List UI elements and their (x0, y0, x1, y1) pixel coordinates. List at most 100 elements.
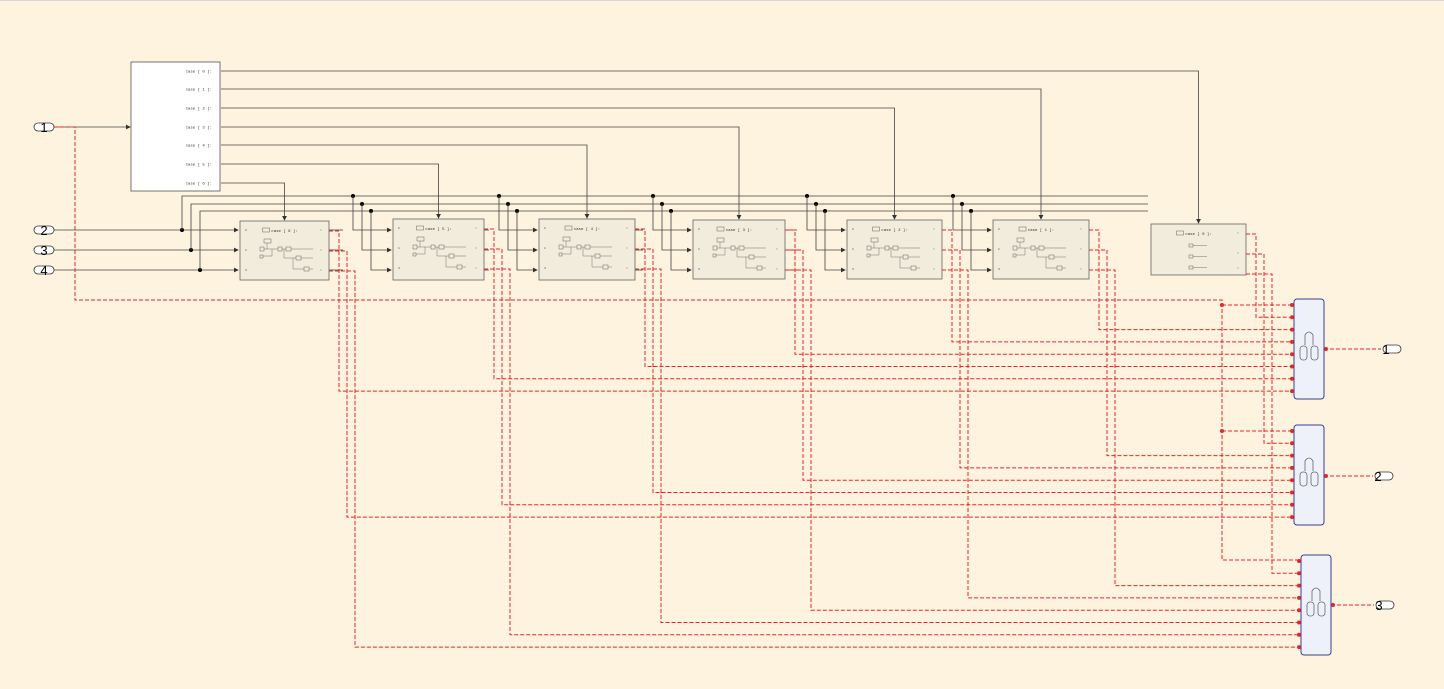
ports: 1 2 3 4 1 2 3 (33, 120, 1402, 613)
inport-1[interactable]: 1 (33, 120, 55, 135)
mini-block (558, 252, 563, 257)
mini-wire (1193, 245, 1207, 268)
mini-block (259, 254, 264, 259)
mini-block (866, 253, 871, 258)
subsystem-input-wire (507, 204, 538, 253)
subsystem-input-number: 3 (544, 267, 546, 270)
blocks: case [ 0 ]:case [ 1 ]:case [ 2 ]:case [ … (130, 61, 1332, 656)
mini-block (1012, 253, 1017, 258)
subsystem-output-mark: > (933, 227, 935, 231)
subsystem-input-wire (806, 196, 846, 233)
subsystem-input-number: 1 (852, 248, 854, 251)
mini-block (870, 237, 879, 243)
subsystem-output-to-merge (785, 229, 1292, 355)
action-signal-lines (54, 126, 1381, 650)
inport-label: 2 (40, 223, 47, 238)
merge-icon (1299, 345, 1308, 361)
switch-case-output-label: case [ 3 ]: (186, 126, 212, 131)
inport-shape (33, 265, 55, 275)
subsystem-output-mark: > (320, 228, 322, 232)
subsystem-input-number: 1 (398, 247, 400, 250)
subsystem-body (538, 218, 636, 281)
action-subsystem-5[interactable]: case [ 2 ]:213>>> (846, 219, 943, 280)
inport-4[interactable]: 4 (33, 263, 55, 278)
outport-shape (1374, 471, 1394, 481)
subsystem-output-to-merge (942, 249, 1292, 469)
subsystem-output-mark: > (1080, 247, 1082, 251)
outport-1[interactable]: 1 (1382, 342, 1402, 357)
subsystem-body (992, 219, 1090, 280)
merge-input-dot (1290, 515, 1294, 520)
merge-icon (1317, 601, 1326, 617)
case-action-wire (221, 126, 742, 220)
case-action-wire (221, 88, 1044, 220)
action-subsystem-2[interactable]: case [ 5 ]:213>>> (392, 218, 485, 281)
subsystem-case-label: case [ 2 ]: (881, 228, 907, 233)
mini-wire (716, 242, 766, 269)
mini-block (562, 236, 571, 242)
subsystem-output-mark: > (776, 247, 778, 251)
action-port-icon (1018, 226, 1027, 232)
merge-block-3[interactable] (1300, 554, 1332, 656)
mini-wire (870, 242, 920, 269)
subsystem-case-label: case [ 4 ]: (574, 227, 600, 232)
switch-case-output-label: case [ 5 ]: (186, 163, 212, 168)
subsystem-input-number: 1 (245, 249, 247, 252)
outport-shape (1382, 344, 1402, 354)
action-subsystem-3[interactable]: case [ 4 ]:213>>> (538, 218, 636, 281)
merge-icon (1299, 471, 1308, 487)
mini-block (412, 252, 417, 257)
action-port-icon (416, 225, 424, 231)
merge-input-dot (1290, 478, 1294, 483)
subsystem-output-mark: > (626, 266, 628, 270)
feed-trunk (190, 203, 1148, 250)
action-port-icon (716, 226, 725, 232)
feed-trunk (181, 195, 1148, 230)
merge-icon (1304, 331, 1314, 345)
subsystem-input-number: 3 (245, 269, 247, 272)
action-subsystem-4[interactable]: case [ 3 ]:213>>> (692, 219, 786, 280)
signal-lines (54, 70, 1201, 273)
merge-icon (1311, 587, 1321, 601)
subsystem-output-mark: > (320, 268, 322, 272)
subsystem-output-mark: > (776, 227, 778, 231)
subsystem-input-wire (361, 204, 392, 253)
subsystem-input-number: 2 (698, 228, 700, 231)
subsystem-output-to-merge (329, 230, 1292, 392)
subsystem-output-to-merge (785, 269, 1299, 611)
mini-block (263, 238, 272, 244)
subsystem-output-to-merge (1089, 249, 1292, 457)
switch-case-output-label: case [ 1 ]: (186, 88, 212, 93)
subsystem-input-wire (952, 196, 992, 233)
subsystem-input-wire (352, 196, 392, 233)
inport1-action-line (54, 126, 1298, 561)
merge-output-dot (1331, 603, 1335, 607)
inport-3[interactable]: 3 (33, 243, 55, 258)
action-subsystem-1[interactable]: case [ 6 ]:213>>> (239, 220, 330, 281)
mini-wire (263, 243, 313, 270)
subsystem-input-wire (516, 211, 538, 273)
case-action-wire (221, 163, 441, 219)
outport-shape (1375, 600, 1395, 610)
outport-3[interactable]: 3 (1375, 598, 1395, 613)
subsystem-input-wire (815, 204, 846, 253)
merge-block-2[interactable] (1293, 424, 1325, 526)
action-subsystem-6[interactable]: case [ 1 ]:213>>> (992, 219, 1090, 280)
subsystem-output-mark: > (776, 267, 778, 271)
merge-block-1[interactable] (1293, 298, 1325, 400)
merge-output-dot (1324, 347, 1328, 351)
subsystem-body (1150, 223, 1247, 276)
action-subsystem-7[interactable]: case [ 0 ]:>>> (1150, 223, 1247, 276)
switch-case-block[interactable]: case [ 0 ]:case [ 1 ]:case [ 2 ]:case [ … (130, 61, 221, 192)
mini-block (716, 237, 725, 243)
subsystem-output-mark: > (1237, 266, 1239, 270)
outport-2[interactable]: 2 (1374, 469, 1394, 484)
inport-2[interactable]: 2 (33, 223, 55, 238)
merge-icon (1310, 471, 1319, 487)
case-action-wire (221, 70, 1201, 224)
subsystem-input-number: 2 (398, 227, 400, 230)
mini-block (416, 236, 425, 242)
subsystem-input-number: 3 (698, 268, 700, 271)
mini-block (1016, 237, 1025, 243)
